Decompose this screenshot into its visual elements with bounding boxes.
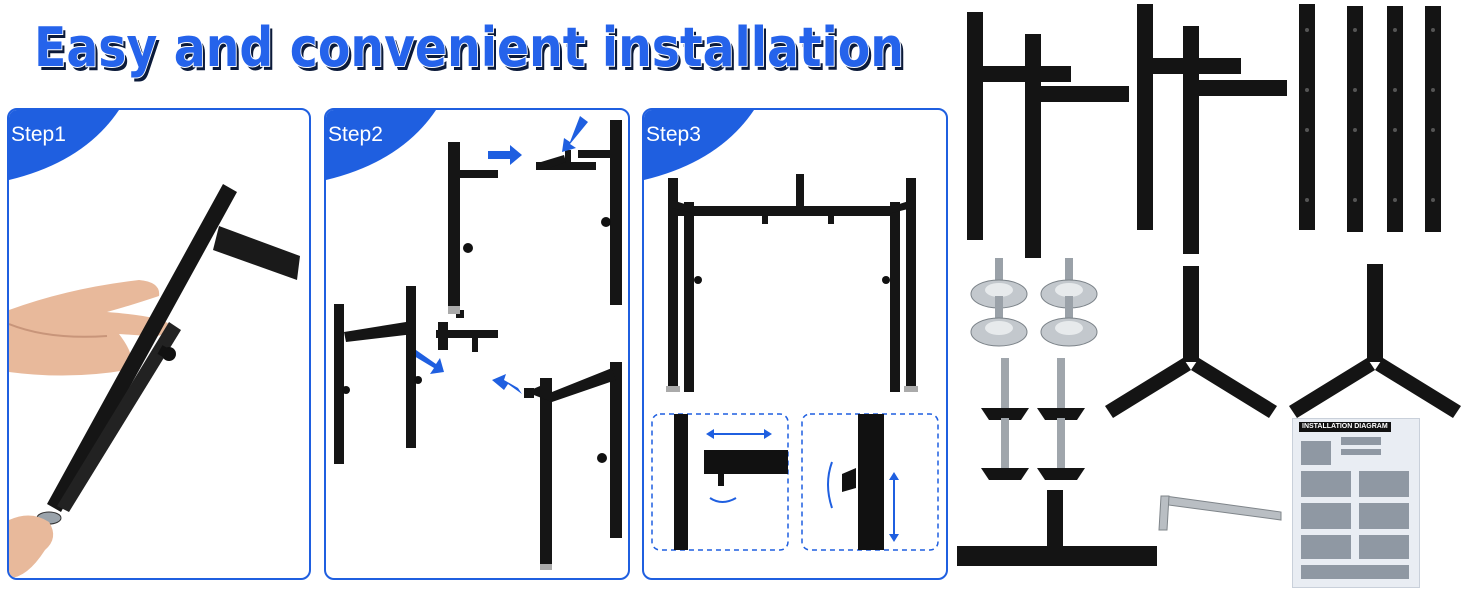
step3-panel: Step3 bbox=[642, 108, 948, 580]
upright-leg-icon bbox=[967, 4, 1287, 258]
step1-illustration bbox=[9, 184, 300, 578]
parts-list: INSTALLATION DIAGRAM bbox=[955, 0, 1464, 600]
parts-illustration bbox=[957, 4, 1461, 566]
hex-key-icon bbox=[1158, 495, 1282, 531]
step2-tab: Step2 bbox=[326, 110, 436, 180]
step3-illustration bbox=[651, 174, 939, 551]
instruction-sheet-icon: INSTALLATION DIAGRAM bbox=[1292, 418, 1420, 588]
headline-text: Easy and convenient installation bbox=[34, 16, 904, 79]
step2-panel: Step2 bbox=[324, 108, 630, 580]
step1-tab: Step1 bbox=[9, 110, 119, 180]
crossbar-icon bbox=[1299, 4, 1441, 232]
headline-shadow: Easy and convenient installation bbox=[37, 20, 907, 83]
knob-bolt-icon bbox=[981, 358, 1085, 480]
step1-label: Step1 bbox=[11, 123, 66, 146]
sheet-title: INSTALLATION DIAGRAM bbox=[1299, 422, 1391, 432]
step1-panel: Step1 bbox=[7, 108, 311, 580]
t-bar-icon bbox=[957, 490, 1157, 566]
page-headline: Easy and convenient installation Easy an… bbox=[32, 10, 922, 90]
y-bracket-icon bbox=[1105, 264, 1461, 418]
step2-illustration bbox=[334, 116, 622, 570]
step3-label: Step3 bbox=[646, 123, 701, 146]
step2-label: Step2 bbox=[328, 123, 383, 146]
upright-leg-icon bbox=[36, 184, 300, 525]
leveling-foot-icon bbox=[970, 258, 1098, 347]
step3-tab: Step3 bbox=[644, 110, 754, 180]
